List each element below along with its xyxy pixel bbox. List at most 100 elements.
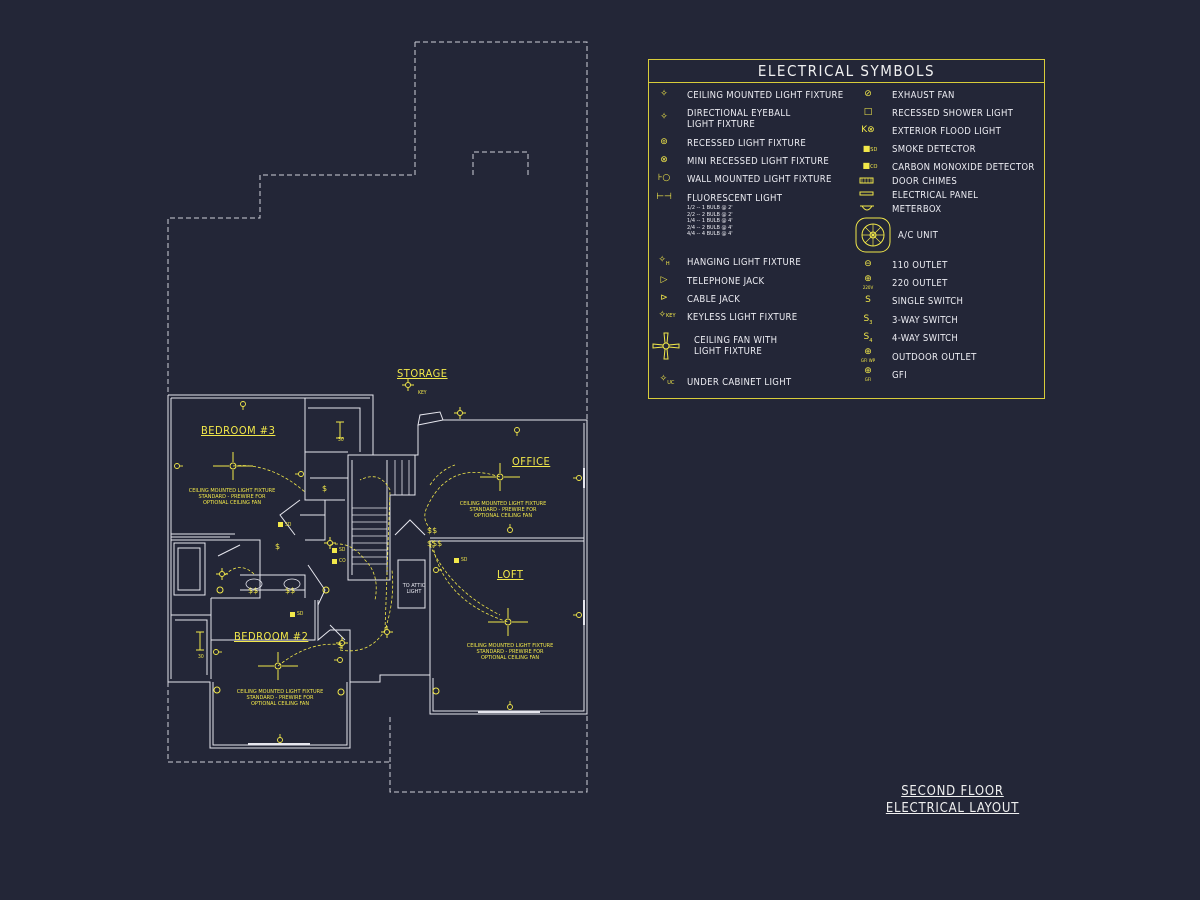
legend-item: ELECTRICAL PANEL bbox=[892, 190, 979, 201]
three-way-switch-icon: S3 bbox=[863, 314, 873, 326]
single-switch-icon: $ bbox=[275, 542, 280, 551]
electrical-symbols-legend: ELECTRICAL SYMBOLS ✧ CEILING MOUNTED LIG… bbox=[648, 59, 1045, 399]
outlet-110-icon bbox=[277, 734, 283, 743]
legend-divider bbox=[649, 82, 1044, 83]
sinks bbox=[245, 578, 301, 590]
legend-title: ELECTRICAL SYMBOLS bbox=[757, 62, 936, 80]
fluorescent-light-icon bbox=[196, 631, 204, 651]
eyeball-light-icon: ✧ bbox=[660, 112, 668, 122]
keyless-light-icon: ✧KEY bbox=[658, 310, 676, 320]
outlet-110-icon bbox=[573, 612, 582, 618]
outlet-110-icon bbox=[174, 463, 183, 469]
legend-item: 110 OUTLET bbox=[892, 260, 948, 271]
legend-item: DOOR CHIMES bbox=[892, 176, 958, 187]
outlets bbox=[174, 401, 582, 743]
exhaust-fan-icon: ⊘ bbox=[864, 89, 872, 99]
legend-item: CABLE JACK bbox=[687, 294, 741, 305]
wall-light-icon bbox=[216, 586, 224, 594]
wall-light-icon: ⊦○ bbox=[657, 173, 671, 183]
ceiling-light-icon bbox=[216, 568, 228, 580]
mini-recessed-light-icon: ⊗ bbox=[660, 155, 668, 165]
single-switch-icon: S bbox=[865, 295, 871, 305]
room-label-office: OFFICE bbox=[512, 455, 551, 468]
outlet-110-icon bbox=[213, 649, 222, 655]
legend-item: EXHAUST FAN bbox=[892, 90, 955, 101]
legend-item: DIRECTIONAL EYEBALL LIGHT FIXTURE bbox=[687, 108, 791, 130]
legend-item: 3-WAY SWITCH bbox=[892, 315, 959, 326]
smoke-detector-icon bbox=[332, 548, 337, 553]
room-label-bedroom2: BEDROOM #2 bbox=[234, 630, 309, 643]
ceiling-light-icon: ✧ bbox=[660, 89, 668, 99]
ceiling-fan-icon bbox=[213, 452, 253, 480]
outlet-110-icon bbox=[514, 427, 520, 436]
closet-dimension: 30 bbox=[338, 437, 344, 443]
outlet-110-icon bbox=[295, 471, 304, 477]
outlet-110-icon bbox=[507, 524, 513, 533]
ceiling-fan-icon bbox=[488, 608, 528, 636]
legend-item: METERBOX bbox=[892, 204, 942, 215]
ceiling-light-icon bbox=[336, 637, 348, 649]
sd-label: SD bbox=[285, 522, 292, 528]
outlet-110-icon bbox=[240, 401, 246, 410]
legend-item: RECESSED LIGHT FIXTURE bbox=[687, 138, 807, 149]
room-label-storage: STORAGE bbox=[397, 367, 448, 380]
legend-item: TELEPHONE JACK bbox=[687, 276, 765, 287]
gfi-icon: ⊕GFI bbox=[864, 366, 872, 383]
legend-item: SMOKE DETECTOR bbox=[892, 144, 976, 155]
smoke-detector-icon bbox=[454, 558, 459, 563]
ceiling-light-icon bbox=[454, 407, 466, 419]
ceiling-light-icon bbox=[402, 379, 414, 391]
under-cabinet-light-icon: ✧UC bbox=[659, 374, 675, 386]
single-switch-icon: $ bbox=[322, 484, 327, 493]
meterbox-icon bbox=[860, 205, 874, 211]
single-switch-icon: $$ bbox=[248, 586, 258, 595]
dashed-outline bbox=[167, 41, 588, 793]
legend-item: FLUORESCENT LIGHT bbox=[687, 193, 783, 204]
outdoor-outlet-icon: ⊕GFI WP bbox=[860, 347, 876, 364]
legend-item: RECESSED SHOWER LIGHT bbox=[892, 108, 1014, 119]
keyless-label: KEY bbox=[418, 390, 427, 396]
single-switch-icon: $ bbox=[338, 641, 343, 650]
switches: $$ $$$ $ $ $ $$ $$ bbox=[248, 484, 442, 650]
fluorescent-light-icon bbox=[336, 421, 344, 439]
legend-item: HANGING LIGHT FIXTURE bbox=[687, 257, 802, 268]
legend-item: MINI RECESSED LIGHT FIXTURE bbox=[687, 156, 830, 167]
legend-item: OUTDOOR OUTLET bbox=[892, 352, 977, 363]
legend-item: UNDER CABINET LIGHT bbox=[687, 377, 792, 388]
sd-label: SD bbox=[461, 557, 468, 563]
outlet-110-icon: ⊖ bbox=[864, 259, 872, 269]
walls bbox=[167, 394, 588, 749]
legend-item: CEILING MOUNTED LIGHT FIXTURE bbox=[687, 90, 844, 101]
ac-unit-icon bbox=[855, 217, 891, 253]
wall-light-icon bbox=[337, 688, 345, 696]
ceiling-light-icon bbox=[324, 537, 336, 549]
legend-item: 220 OUTLET bbox=[892, 278, 948, 289]
flood-light-icon: K⊗ bbox=[861, 125, 875, 135]
door-chimes-icon bbox=[859, 177, 874, 184]
legend-item: EXTERIOR FLOOD LIGHT bbox=[892, 126, 1002, 137]
legend-item: SINGLE SWITCH bbox=[892, 296, 964, 307]
telephone-jack-icon: ▷ bbox=[660, 275, 668, 285]
ceiling-fan-icon bbox=[652, 332, 680, 360]
four-way-switch-icon: S4 bbox=[863, 332, 873, 344]
smoke-detector-icon: ■SD bbox=[862, 144, 878, 153]
sheet-title: SECOND FLOOR ELECTRICAL LAYOUT bbox=[885, 784, 1020, 816]
shower-light-icon: □ bbox=[863, 107, 873, 117]
sd-label: SD bbox=[297, 611, 304, 617]
closet-dimension: 30 bbox=[198, 654, 204, 660]
wall-light-icon bbox=[432, 687, 440, 695]
single-switch-icon: $$ bbox=[285, 586, 295, 595]
legend-item: 4-WAY SWITCH bbox=[892, 333, 959, 344]
outlet-110-icon bbox=[573, 475, 582, 481]
single-switch-icon: $$ bbox=[427, 526, 437, 535]
cable-jack-icon: ⊳ bbox=[660, 293, 668, 303]
single-switch-icon: $$$ bbox=[427, 539, 442, 548]
fluorescent-light-icon: ⊢⊣ bbox=[656, 192, 672, 202]
electrical-panel-icon bbox=[859, 191, 874, 196]
smoke-detector-icon bbox=[278, 522, 283, 527]
co-detector-icon bbox=[332, 559, 337, 564]
detectors bbox=[278, 522, 459, 617]
fluorescent-lights bbox=[196, 421, 344, 651]
